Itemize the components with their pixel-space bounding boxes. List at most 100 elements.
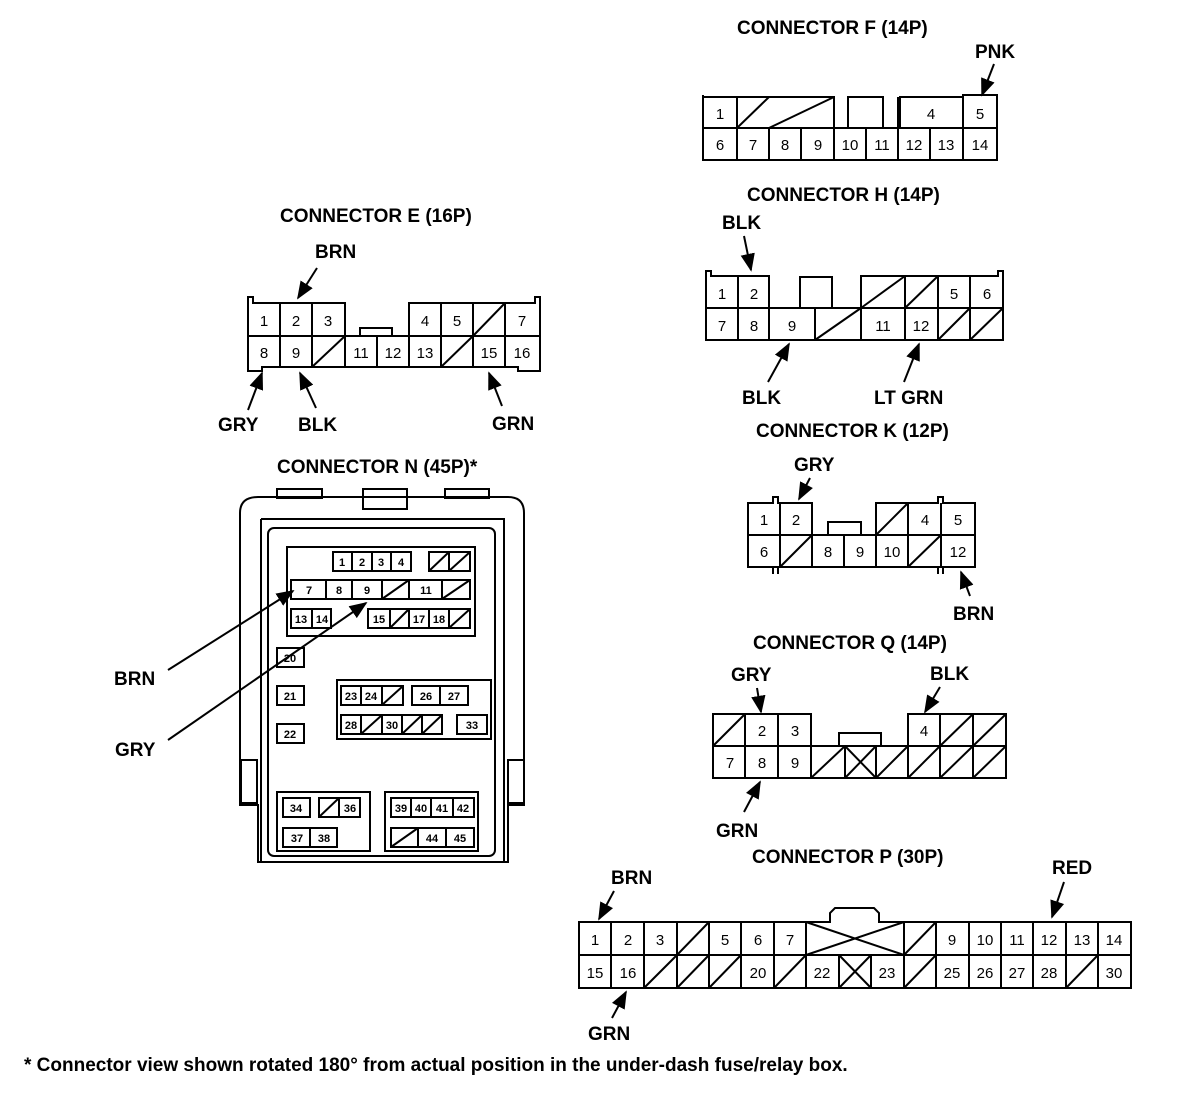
pin-label: 41 xyxy=(436,803,448,815)
wire-color-label: RED xyxy=(1052,858,1092,879)
pin-label: 20 xyxy=(284,653,296,665)
pin-label: 9 xyxy=(364,585,370,597)
pin-label: 15 xyxy=(481,345,498,362)
pin-label: 3 xyxy=(656,932,664,949)
pin-label: 44 xyxy=(426,833,439,845)
connector-e: CONNECTOR E (16P) 1 2 3 4 5 7 8 9 11 12 … xyxy=(218,206,541,436)
pin-label: 9 xyxy=(948,932,956,949)
pin-label: 5 xyxy=(976,106,984,123)
connector-k: CONNECTOR K (12P) 1 2 4 5 6 8 9 10 12 GR… xyxy=(747,421,994,625)
pin-label: 26 xyxy=(420,691,432,703)
pin-label: 14 xyxy=(316,614,329,626)
pin-label: 15 xyxy=(373,614,385,626)
pin-label: 18 xyxy=(433,614,445,626)
pin-label: 11 xyxy=(875,318,891,335)
wire-color-label: BRN xyxy=(611,868,652,889)
pin-label: 24 xyxy=(365,691,378,703)
pin-label: 11 xyxy=(874,137,890,154)
pin-label: 42 xyxy=(457,803,469,815)
connector-q-title: CONNECTOR Q (14P) xyxy=(753,633,947,654)
pin-label: 20 xyxy=(750,965,767,982)
pin-label: 3 xyxy=(791,723,799,740)
wire-color-label: GRY xyxy=(218,415,259,436)
connector-f-title: CONNECTOR F (14P) xyxy=(737,18,928,39)
pin-label: 2 xyxy=(624,932,632,949)
pin-label: 45 xyxy=(454,833,466,845)
pin-label: 22 xyxy=(814,965,831,982)
pin-label: 9 xyxy=(292,345,300,362)
pin-label: 23 xyxy=(879,965,896,982)
pin-label: 21 xyxy=(284,691,296,703)
pin-label: 6 xyxy=(983,286,991,303)
wire-color-label: GRY xyxy=(115,740,156,761)
pin-label: 8 xyxy=(260,345,268,362)
pin-label: 8 xyxy=(781,137,789,154)
pin-label: 13 xyxy=(295,614,307,626)
pin-label: 13 xyxy=(417,345,434,362)
pin-label: 12 xyxy=(1041,932,1058,949)
pin-label: 36 xyxy=(344,803,356,815)
pin-label: 11 xyxy=(353,345,369,362)
wire-color-label: GRN xyxy=(492,414,534,435)
connector-n: CONNECTOR N (45P)* xyxy=(114,457,525,863)
pin-label: 7 xyxy=(749,137,757,154)
pin-label: 7 xyxy=(518,313,526,330)
wire-color-label: BLK xyxy=(930,664,969,685)
pin-label: 16 xyxy=(514,345,531,362)
pin-label: 17 xyxy=(413,614,425,626)
connector-p-title: CONNECTOR P (30P) xyxy=(752,847,943,868)
pin-label: 1 xyxy=(716,106,724,123)
pin-label: 6 xyxy=(754,932,762,949)
pin-label: 4 xyxy=(398,557,405,569)
pin-label: 7 xyxy=(718,318,726,335)
pin-label: 11 xyxy=(1009,932,1025,949)
pin-label: 2 xyxy=(359,557,365,569)
pin-label: 1 xyxy=(260,313,268,330)
pin-label: 30 xyxy=(1106,965,1123,982)
pin-label: 4 xyxy=(927,106,935,123)
pin-label: 2 xyxy=(750,286,758,303)
pin-label: 14 xyxy=(1106,932,1123,949)
pin-label: 6 xyxy=(716,137,724,154)
pin-label: 15 xyxy=(587,965,604,982)
pin-label: 30 xyxy=(386,720,398,732)
pin-label: 11 xyxy=(420,585,432,597)
pin-label: 1 xyxy=(760,512,768,529)
pin-label: 22 xyxy=(284,729,296,741)
pin-label: 13 xyxy=(938,137,955,154)
pin-label: 28 xyxy=(1041,965,1058,982)
pin-label: 1 xyxy=(339,557,345,569)
pin-label: 1 xyxy=(718,286,726,303)
wire-color-label: BLK xyxy=(742,388,781,409)
connector-n-title: CONNECTOR N (45P)* xyxy=(277,457,478,478)
pin-label: 6 xyxy=(760,544,768,561)
pin-label: 25 xyxy=(944,965,961,982)
pin-label: 16 xyxy=(620,965,637,982)
pin-label: 10 xyxy=(842,137,859,154)
pin-label: 12 xyxy=(950,544,967,561)
wire-color-label: BRN xyxy=(315,242,356,263)
pin-label: 8 xyxy=(750,318,758,335)
wire-color-label: GRY xyxy=(731,665,772,686)
pin-label: 8 xyxy=(336,585,342,597)
pin-label: 39 xyxy=(395,803,407,815)
pin-label: 8 xyxy=(758,755,766,772)
pin-label: 4 xyxy=(920,723,928,740)
connector-q: CONNECTOR Q (14P) 2 3 4 7 8 9 GRY BLK GR… xyxy=(712,633,1007,842)
pin-label: 9 xyxy=(791,755,799,772)
pin-label: 34 xyxy=(290,803,303,815)
wire-color-label: BRN xyxy=(114,669,155,690)
pin-label: 8 xyxy=(824,544,832,561)
pin-label: 9 xyxy=(856,544,864,561)
pin-label: 12 xyxy=(906,137,923,154)
pin-label: 3 xyxy=(378,557,384,569)
pin-label: 27 xyxy=(1009,965,1026,982)
pin-label: 1 xyxy=(591,932,599,949)
pin-label: 2 xyxy=(292,313,300,330)
pin-label: 5 xyxy=(721,932,729,949)
pin-label: 5 xyxy=(954,512,962,529)
wire-color-label: BLK xyxy=(298,415,337,436)
wire-color-label: GRN xyxy=(588,1024,630,1045)
connector-f: CONNECTOR F (14P) 1 4 5 6 7 8 9 10 11 12… xyxy=(702,18,1015,161)
